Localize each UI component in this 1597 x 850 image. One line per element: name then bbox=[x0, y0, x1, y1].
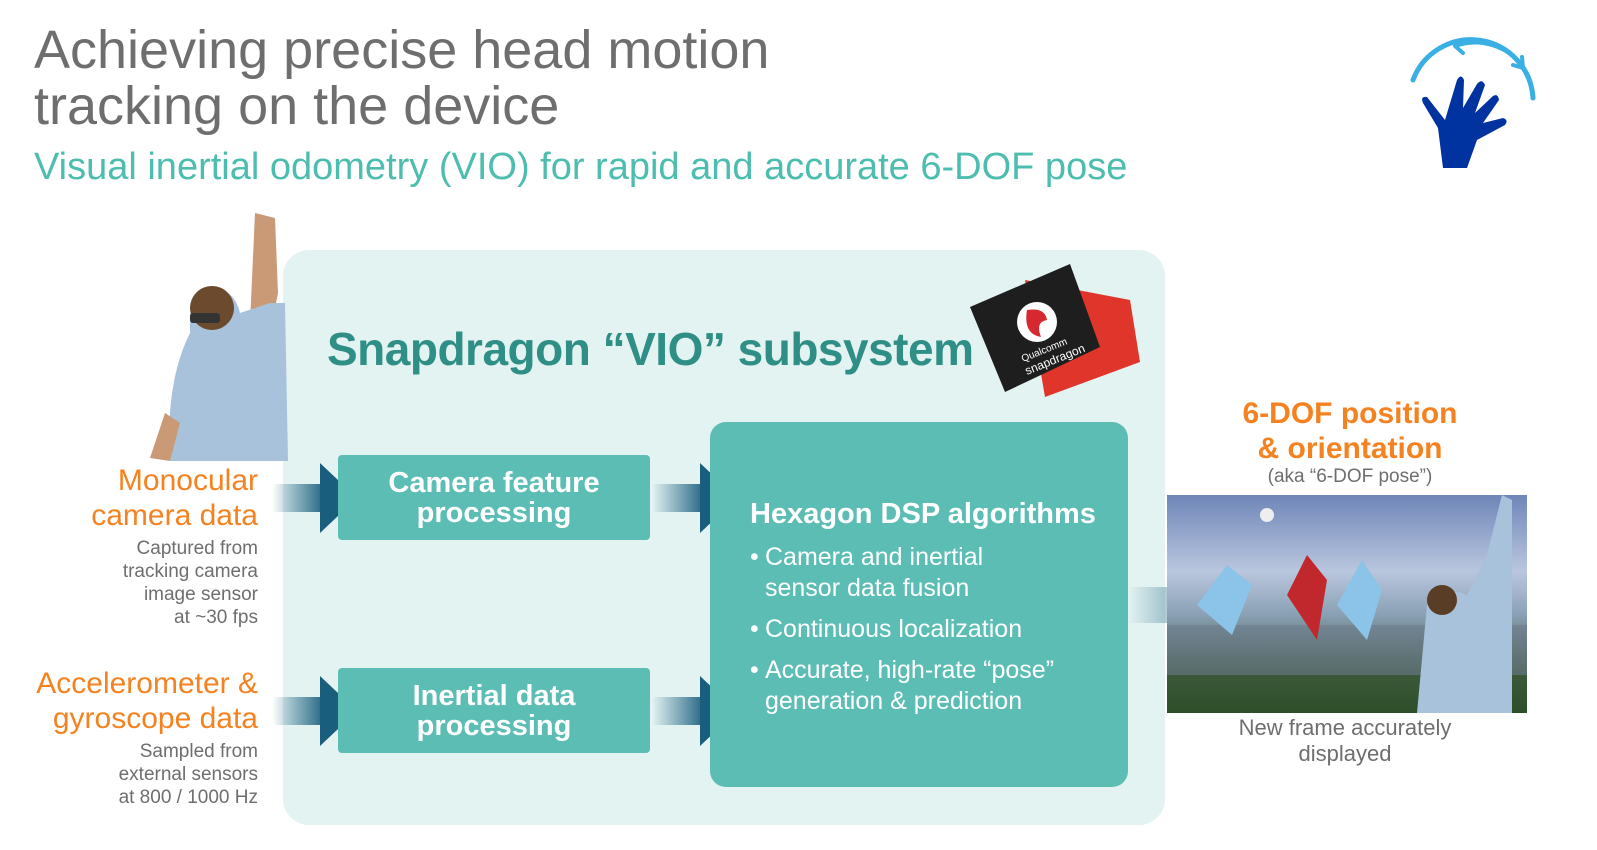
box-label: Inertial data bbox=[412, 679, 576, 712]
input-title: Monocular bbox=[117, 464, 258, 497]
box-label: Camera feature bbox=[388, 466, 600, 499]
output-title-line: 6-DOF position bbox=[1242, 397, 1458, 430]
input-title: camera data bbox=[91, 499, 258, 532]
input-title: gyroscope data bbox=[52, 702, 258, 735]
input-camera-data: Monocular camera data Captured from trac… bbox=[40, 463, 258, 629]
arrow-right-icon bbox=[272, 676, 352, 746]
subsystem-title: Snapdragon “VIO” subsystem bbox=[327, 323, 974, 375]
bullet-item: Continuous localization bbox=[750, 614, 1105, 645]
box-label: processing bbox=[416, 709, 572, 742]
input-desc: Captured from bbox=[136, 538, 258, 559]
hexagon-bullets: Camera and inertial sensor data fusion C… bbox=[750, 542, 1105, 727]
input-desc: image sensor bbox=[143, 584, 258, 605]
hand-motion-icon bbox=[1410, 37, 1536, 168]
slide-subtitle: Visual inertial odometry (VIO) for rapid… bbox=[34, 146, 1128, 188]
input-desc: at 800 / 1000 Hz bbox=[118, 787, 258, 808]
output-caption: New frame accurately displayed bbox=[1200, 715, 1490, 767]
input-desc: at ~30 fps bbox=[174, 607, 258, 628]
hexagon-title: Hexagon DSP algorithms bbox=[750, 498, 1096, 530]
input-desc: external sensors bbox=[118, 764, 258, 785]
snapdragon-chip-image: Qualcomm snapdragon bbox=[970, 264, 1140, 397]
box-label: processing bbox=[416, 496, 572, 529]
input-desc: tracking camera bbox=[122, 561, 258, 582]
displayed-frame-image bbox=[1167, 495, 1527, 713]
output-title: 6-DOF position & orientation bbox=[1200, 396, 1500, 466]
output-aka: (aka “6-DOF pose”) bbox=[1267, 466, 1433, 487]
caption-line: New frame accurately bbox=[1238, 715, 1452, 740]
input-desc: Sampled from bbox=[139, 741, 258, 762]
slide-title: Achieving precise head motion tracking o… bbox=[34, 22, 769, 134]
hexagon-dsp-box: Hexagon DSP algorithms Camera and inerti… bbox=[710, 422, 1128, 787]
input-imu-data: Accelerometer & gyroscope data Sampled f… bbox=[10, 666, 258, 809]
arrow-right-icon bbox=[272, 463, 352, 533]
bullet-item: Camera and inertial sensor data fusion bbox=[750, 542, 1025, 604]
bullet-item: Accurate, high-rate “pose” generation & … bbox=[750, 655, 1105, 717]
output-title-line: & orientation bbox=[1257, 432, 1443, 465]
title-line: Achieving precise head motion bbox=[34, 20, 770, 80]
input-title: Accelerometer & bbox=[36, 667, 258, 700]
caption-line: displayed bbox=[1298, 741, 1392, 766]
title-line: tracking on the device bbox=[34, 76, 560, 136]
vr-user-image bbox=[150, 213, 288, 461]
